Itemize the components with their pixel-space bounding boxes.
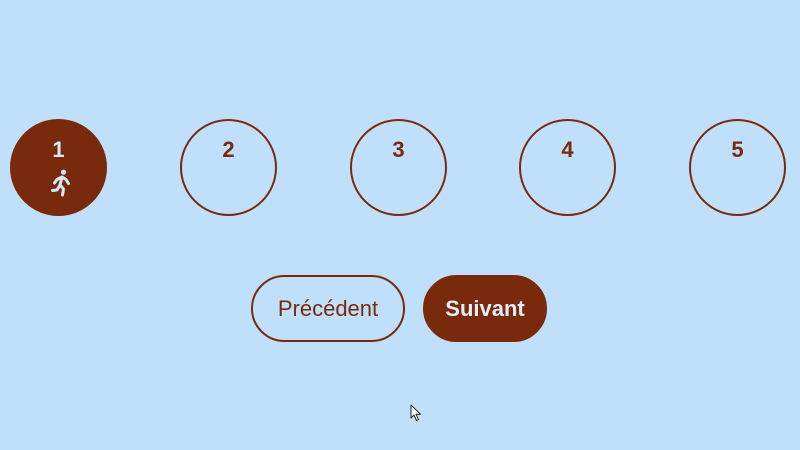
step-number: 2 <box>222 137 235 162</box>
step-5[interactable]: 5 <box>689 119 786 216</box>
step-number: 3 <box>392 137 405 162</box>
step-number: 1 <box>52 137 65 162</box>
step-number: 5 <box>731 137 744 162</box>
mouse-cursor-icon <box>410 404 422 422</box>
next-button[interactable]: Suivant <box>423 275 547 342</box>
step-3[interactable]: 3 <box>350 119 447 216</box>
step-1[interactable]: 1 <box>10 119 107 216</box>
previous-button[interactable]: Précédent <box>251 275 405 342</box>
step-number: 4 <box>561 137 574 162</box>
step-4[interactable]: 4 <box>519 119 616 216</box>
step-2[interactable]: 2 <box>180 119 277 216</box>
running-person-icon <box>48 169 74 197</box>
